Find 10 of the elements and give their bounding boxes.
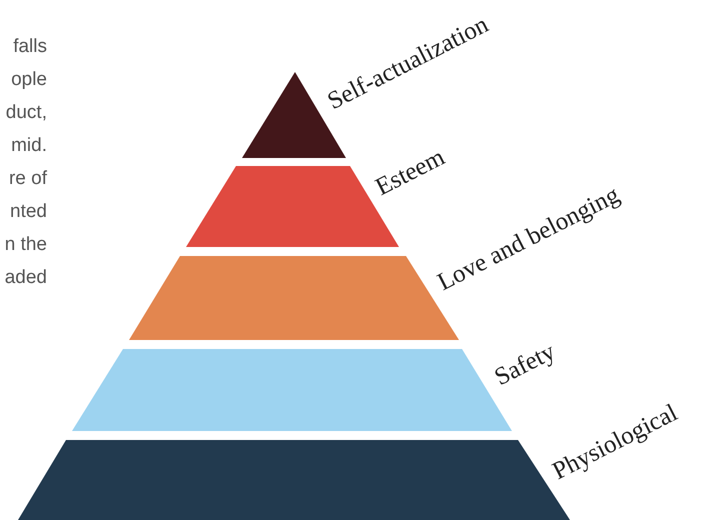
paragraph-fragment: ople xyxy=(11,68,47,92)
paragraph-fragment: mid. xyxy=(11,134,47,158)
paragraph-fragment: re of xyxy=(8,167,47,191)
paragraph-fragment: n the xyxy=(4,233,47,257)
level-label: Safety xyxy=(490,338,560,392)
paragraph-fragment: duct, xyxy=(6,101,47,125)
level-label: Esteem xyxy=(371,144,450,202)
paragraph-fragment: aded xyxy=(4,266,47,290)
paragraph-fragment: falls xyxy=(13,35,47,59)
paragraph-fragment: nted xyxy=(10,200,47,224)
